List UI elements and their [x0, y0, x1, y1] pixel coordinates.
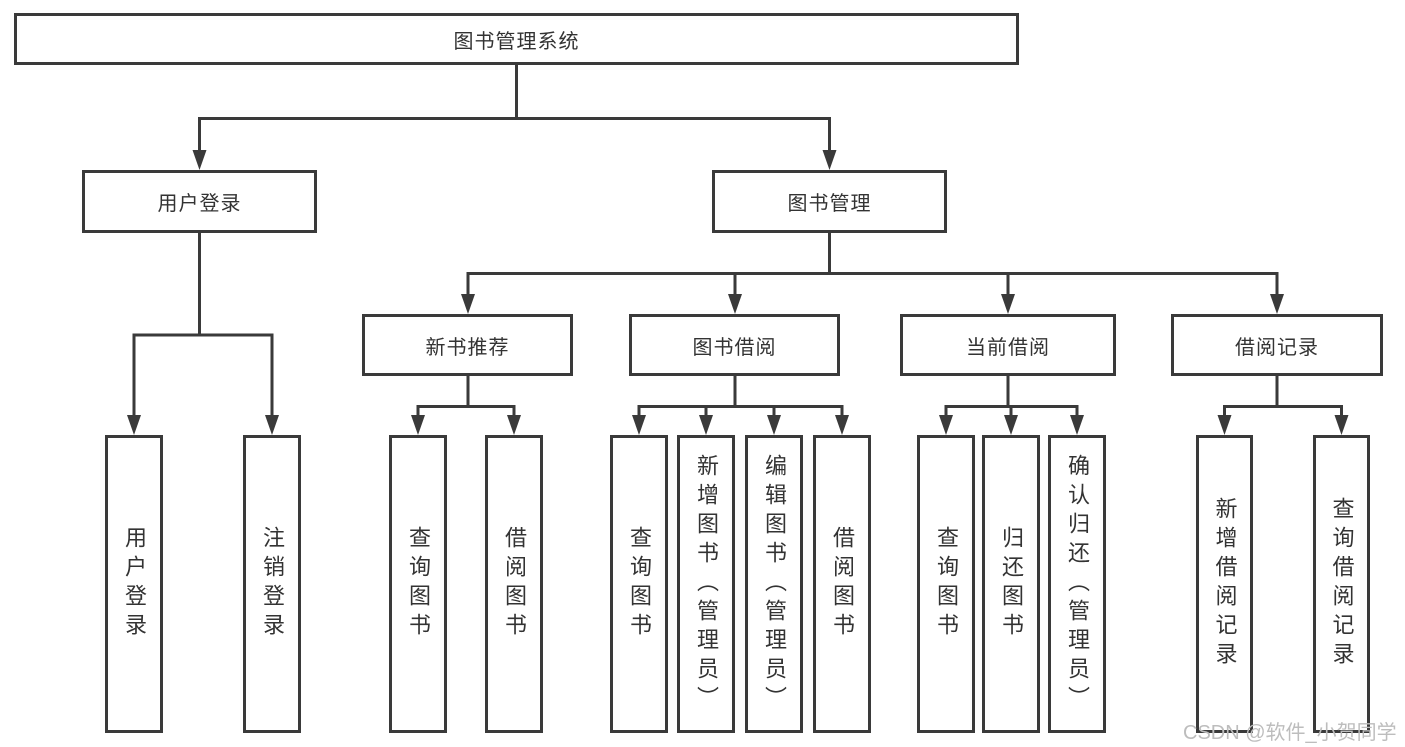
node-add-books-admin: 新增图书（管理员）: [677, 435, 735, 733]
node-new-book-recommend: 新书推荐: [362, 314, 573, 376]
node-return-books: 归还图书: [982, 435, 1040, 733]
node-query-books-3: 查询图书: [917, 435, 975, 733]
node-borrow-records: 借阅记录: [1171, 314, 1383, 376]
node-edit-books-admin: 编辑图书（管理员）: [745, 435, 803, 733]
node-user-login: 用户登录: [82, 170, 317, 233]
node-add-borrow-record: 新增借阅记录: [1196, 435, 1253, 733]
node-logout-leaf: 注销登录: [243, 435, 301, 733]
node-borrow-books-1: 借阅图书: [485, 435, 543, 733]
node-query-borrow-record: 查询借阅记录: [1313, 435, 1370, 733]
node-root: 图书管理系统: [14, 13, 1019, 65]
node-book-management: 图书管理: [712, 170, 947, 233]
node-user-login-leaf: 用户登录: [105, 435, 163, 733]
node-confirm-return-admin: 确认归还（管理员）: [1048, 435, 1106, 733]
node-book-borrowing: 图书借阅: [629, 314, 840, 376]
node-query-books-2: 查询图书: [610, 435, 668, 733]
node-query-books-1: 查询图书: [389, 435, 447, 733]
node-current-borrowing: 当前借阅: [900, 314, 1116, 376]
watermark: CSDN @软件_小贺同学: [1183, 722, 1397, 744]
node-borrow-books-2: 借阅图书: [813, 435, 871, 733]
